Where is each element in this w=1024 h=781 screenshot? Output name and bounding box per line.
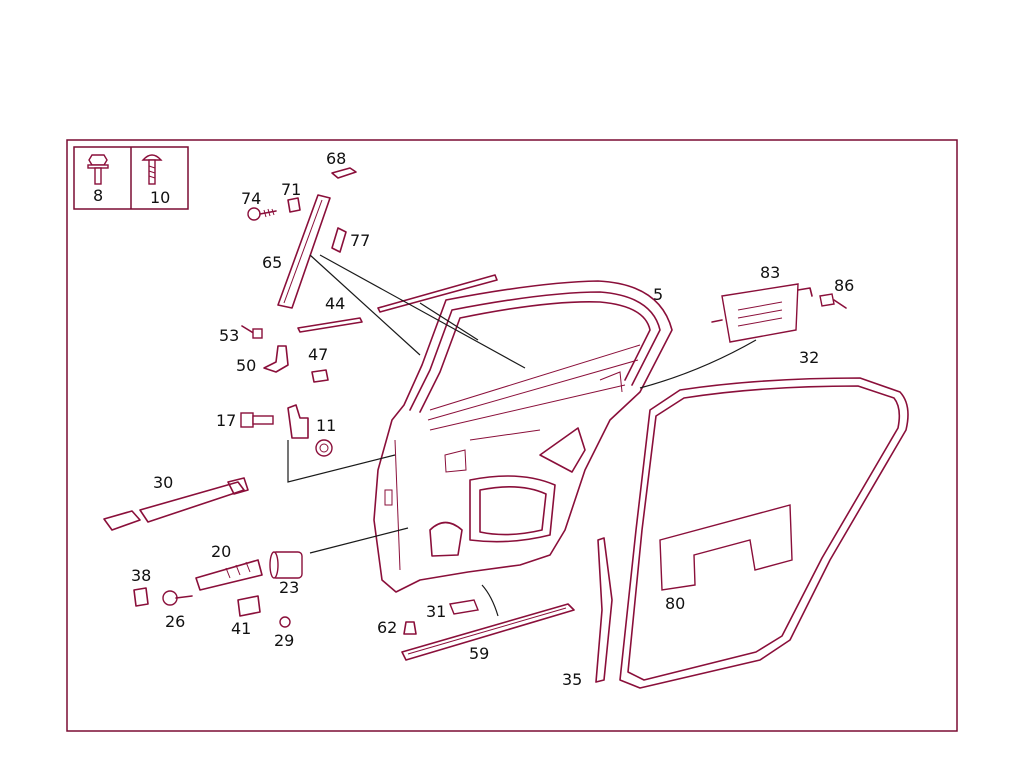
label-50: 50 [236, 356, 256, 375]
label-44: 44 [325, 294, 345, 313]
sill-strip-59 [401, 603, 575, 661]
lock-20 [195, 559, 263, 591]
plug-62 [403, 621, 417, 635]
label-86: 86 [834, 276, 854, 295]
label-5: 5 [653, 285, 663, 304]
bracket-41 [237, 595, 261, 617]
label-77: 77 [350, 231, 370, 250]
label-80: 80 [665, 594, 685, 613]
label-30: 30 [153, 473, 173, 492]
label-71: 71 [281, 180, 301, 199]
seal-35 [595, 537, 613, 683]
label-31: 31 [426, 602, 446, 621]
bracket-50 [263, 345, 289, 373]
clip-71 [287, 197, 301, 213]
label-59: 59 [469, 644, 489, 663]
fastener-legend: 8 10 [73, 146, 189, 210]
clip-38 [133, 587, 149, 607]
label-74: 74 [241, 189, 261, 208]
label-20: 20 [211, 542, 231, 561]
label-41: 41 [231, 619, 251, 638]
door-seal-32 [619, 377, 909, 689]
diagram-frame [66, 139, 958, 732]
label-83: 83 [760, 263, 780, 282]
clip-68 [331, 167, 357, 179]
label-68: 68 [326, 149, 346, 168]
label-53: 53 [219, 326, 239, 345]
pad-31 [449, 599, 479, 615]
screw-10-icon [141, 154, 163, 185]
bolt-17 [240, 412, 274, 428]
door-shell-5 [373, 280, 673, 593]
lock-cylinder-23 [269, 551, 303, 579]
control-unit-83 [711, 283, 813, 343]
clip-47 [311, 369, 329, 383]
door-check-30 [103, 477, 249, 531]
legend-label-8: 8 [93, 186, 103, 205]
label-32: 32 [799, 348, 819, 367]
label-26: 26 [165, 612, 185, 631]
clip-86 [819, 293, 847, 309]
bolt-8-icon [87, 154, 109, 185]
label-17: 17 [216, 411, 236, 430]
legend-label-10: 10 [150, 188, 170, 207]
label-29: 29 [274, 631, 294, 650]
label-47: 47 [308, 345, 328, 364]
label-38: 38 [131, 566, 151, 585]
bolt-26 [162, 590, 193, 606]
label-65: 65 [262, 253, 282, 272]
insulation-pad-80 [659, 504, 793, 591]
bolt-53 [241, 325, 263, 339]
label-35: 35 [562, 670, 582, 689]
hinge-bracket-11 [287, 404, 333, 457]
label-23: 23 [279, 578, 299, 597]
screw-29 [279, 616, 291, 628]
screw-74 [247, 207, 277, 221]
label-11: 11 [316, 416, 336, 435]
pillar-trim-65 [277, 194, 331, 309]
weatherstrip-44 [297, 274, 498, 333]
clip-77 [331, 227, 347, 253]
label-62: 62 [377, 618, 397, 637]
